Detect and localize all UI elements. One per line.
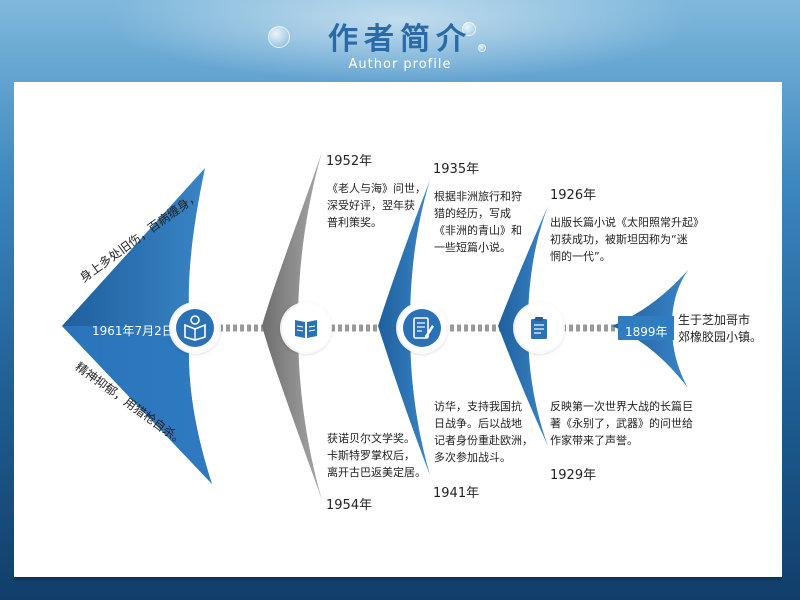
notebook-pen-icon — [403, 309, 441, 347]
event-year-1952: 1952年 — [326, 150, 372, 169]
tail-year: 1899年 — [625, 323, 668, 340]
tail-note: 生于芝加哥市 郊橡胶园小镇。 — [678, 312, 762, 346]
event-text-1941: 访华，支持我国抗 日战争。后以战地 记者身份重赴欧洲， 多次参加战斗。 — [434, 398, 533, 466]
event-text-1926: 出版长篇小说《太阳照常升起》 初获成功，被斯坦因称为“迷 惘的一代”。 — [550, 214, 704, 265]
reading-book-icon — [176, 309, 214, 347]
event-text-1952: 《老人与海》问世， 深受好评，翌年获 普利策奖。 — [327, 180, 426, 231]
event-year-1954: 1954年 — [326, 494, 372, 513]
icon-circle-3 — [398, 304, 446, 352]
event-text-1929: 反映第一次世界大战的长篇巨 著《永别了，武器》的问世给 作家带来了声誉。 — [550, 398, 693, 449]
event-text-1954: 获诺贝尔文学奖。 卡斯特罗掌权后， 离开古巴返美定居。 — [327, 430, 426, 481]
event-year-1929: 1929年 — [550, 464, 596, 483]
icon-circle-1 — [171, 304, 219, 352]
event-year-1926: 1926年 — [550, 184, 596, 203]
event-year-1935: 1935年 — [433, 158, 479, 177]
event-text-1935: 根据非洲旅行和狩 猎的经历，写成 《非洲的青山》和 一些短篇小说。 — [434, 188, 522, 256]
head-date: 1961年7月2日 — [92, 322, 174, 339]
clipboard-icon — [520, 309, 558, 347]
icon-circle-4 — [515, 304, 563, 352]
icon-circle-2 — [282, 304, 330, 352]
event-year-1941: 1941年 — [433, 482, 479, 501]
open-book-icon — [287, 309, 325, 347]
